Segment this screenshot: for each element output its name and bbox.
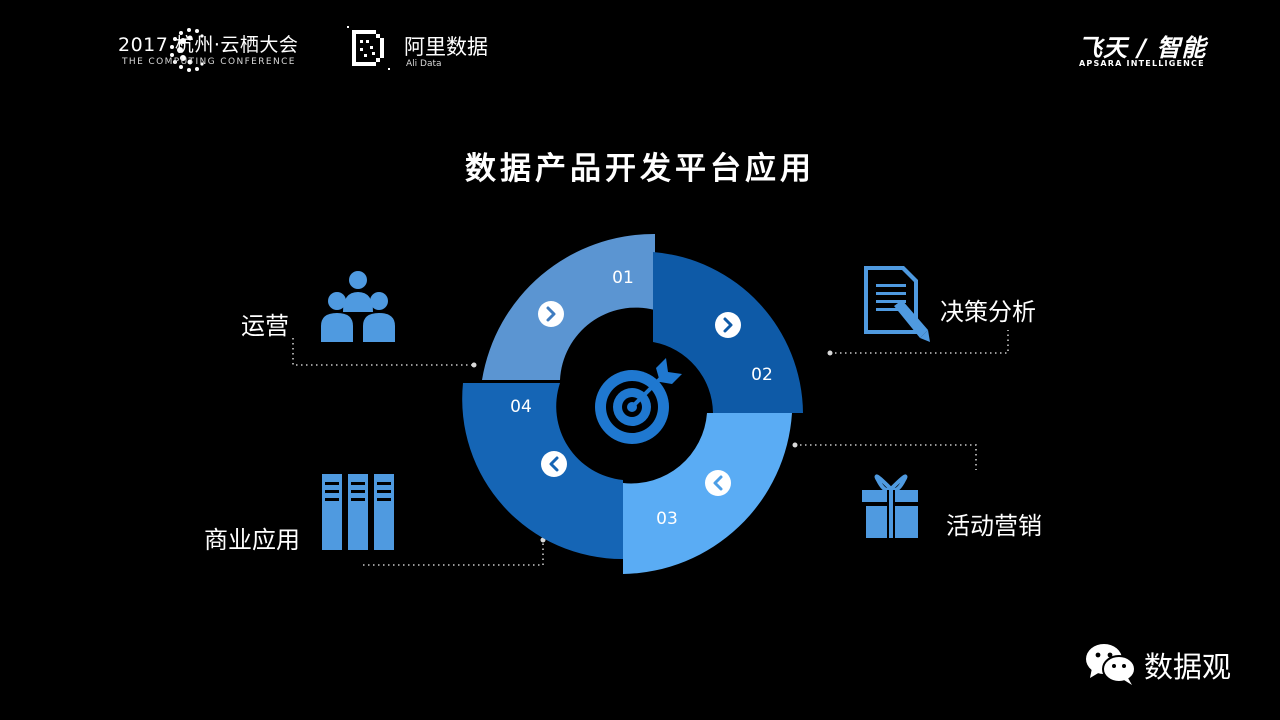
watermark-text: 数据观 <box>1144 650 1232 684</box>
segment-number-03: 03 <box>656 509 678 529</box>
segment-number-01: 01 <box>612 268 634 288</box>
chevron-right-icon <box>715 312 741 338</box>
segment-04 <box>462 383 623 560</box>
segment-01 <box>482 233 655 380</box>
apsara-intelligence-subtitle: APSARA INTELLIGENCE <box>1079 59 1205 68</box>
ali-data-logo <box>347 26 390 70</box>
label-operations: 运营 <box>241 312 289 340</box>
connector-campaign <box>795 444 977 470</box>
segment-number-02: 02 <box>751 365 773 385</box>
conference-title: 2017 杭州·云栖大会 <box>118 34 299 56</box>
apsara-intelligence-title: 飞天 / 智能 <box>1078 34 1207 62</box>
connector-lines <box>292 330 1009 566</box>
connector-business <box>363 540 544 566</box>
ali-data-title: 阿里数据 <box>404 35 488 59</box>
wechat-icon <box>1086 644 1136 685</box>
cloud-conference-logo <box>170 28 204 72</box>
connector-dots <box>471 350 833 543</box>
label-campaign-marketing: 活动营销 <box>946 512 1042 540</box>
conference-subtitle: THE COMPUTING CONFERENCE <box>122 57 296 67</box>
document-pen-icon <box>864 266 930 342</box>
ali-data-subtitle: Ali Data <box>406 59 442 69</box>
page-title: 数据产品开发平台应用 <box>465 151 815 187</box>
target-icon <box>595 358 682 444</box>
segment-number-04: 04 <box>510 397 532 417</box>
label-decision-analysis: 决策分析 <box>940 298 1036 326</box>
chevron-left-icon <box>705 470 731 496</box>
label-business-application: 商业应用 <box>204 526 300 554</box>
server-rack-icon <box>322 474 394 550</box>
gift-icon <box>862 474 918 538</box>
chevron-right-icon <box>538 301 564 327</box>
chevron-left-icon <box>541 451 567 477</box>
segment-03 <box>623 413 792 574</box>
connector-operations <box>292 338 474 366</box>
people-group-icon <box>321 271 395 342</box>
